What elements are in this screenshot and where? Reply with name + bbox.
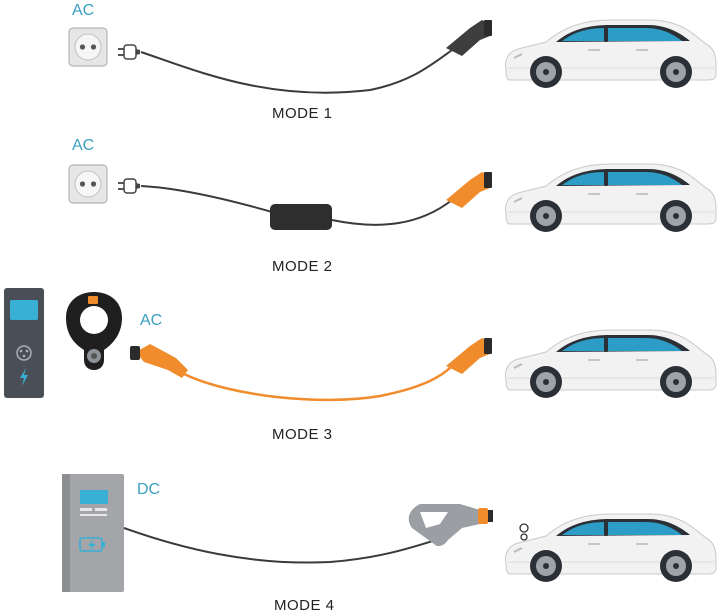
station-connector-icon	[136, 344, 188, 378]
type2-socket-icon	[66, 292, 122, 370]
current-type-label: DC	[137, 481, 161, 498]
mode-3-row	[4, 288, 718, 402]
electric-car-icon	[504, 512, 718, 584]
vehicle-connector-icon	[446, 20, 490, 56]
mode-2-cable	[140, 185, 273, 213]
mode-2-row	[68, 162, 718, 234]
mode-label: MODE 4	[274, 597, 335, 614]
in-cable-control-box-icon	[270, 204, 332, 230]
dc-vehicle-connector-icon	[408, 504, 493, 547]
wall-socket-icon	[68, 27, 108, 67]
wallbox-charger-icon	[4, 288, 44, 398]
vehicle-connector-icon	[446, 338, 490, 374]
mode-4-cable	[123, 527, 437, 564]
mode-label: MODE 2	[272, 258, 333, 275]
wall-socket-icon	[68, 164, 108, 204]
vehicle-connector-icon	[446, 172, 490, 208]
ccs-inlet-icon	[519, 523, 529, 541]
mode-label: MODE 1	[272, 105, 333, 122]
mode-2-cable-car-side	[331, 199, 453, 226]
electric-car-icon	[504, 18, 718, 90]
current-type-label: AC	[140, 312, 163, 329]
mode-1-row	[68, 18, 718, 94]
electric-car-icon	[504, 162, 718, 234]
current-type-label: AC	[72, 2, 95, 19]
dc-fast-charger-icon	[62, 474, 124, 592]
mode-4-row	[62, 474, 718, 592]
mode-3-cable	[183, 365, 453, 402]
current-type-label: AC	[72, 137, 95, 154]
mode-label: MODE 3	[272, 426, 333, 443]
plug-icon	[117, 178, 141, 194]
mode-1-cable	[140, 49, 453, 94]
electric-car-icon	[504, 328, 718, 400]
plug-icon	[117, 44, 141, 60]
